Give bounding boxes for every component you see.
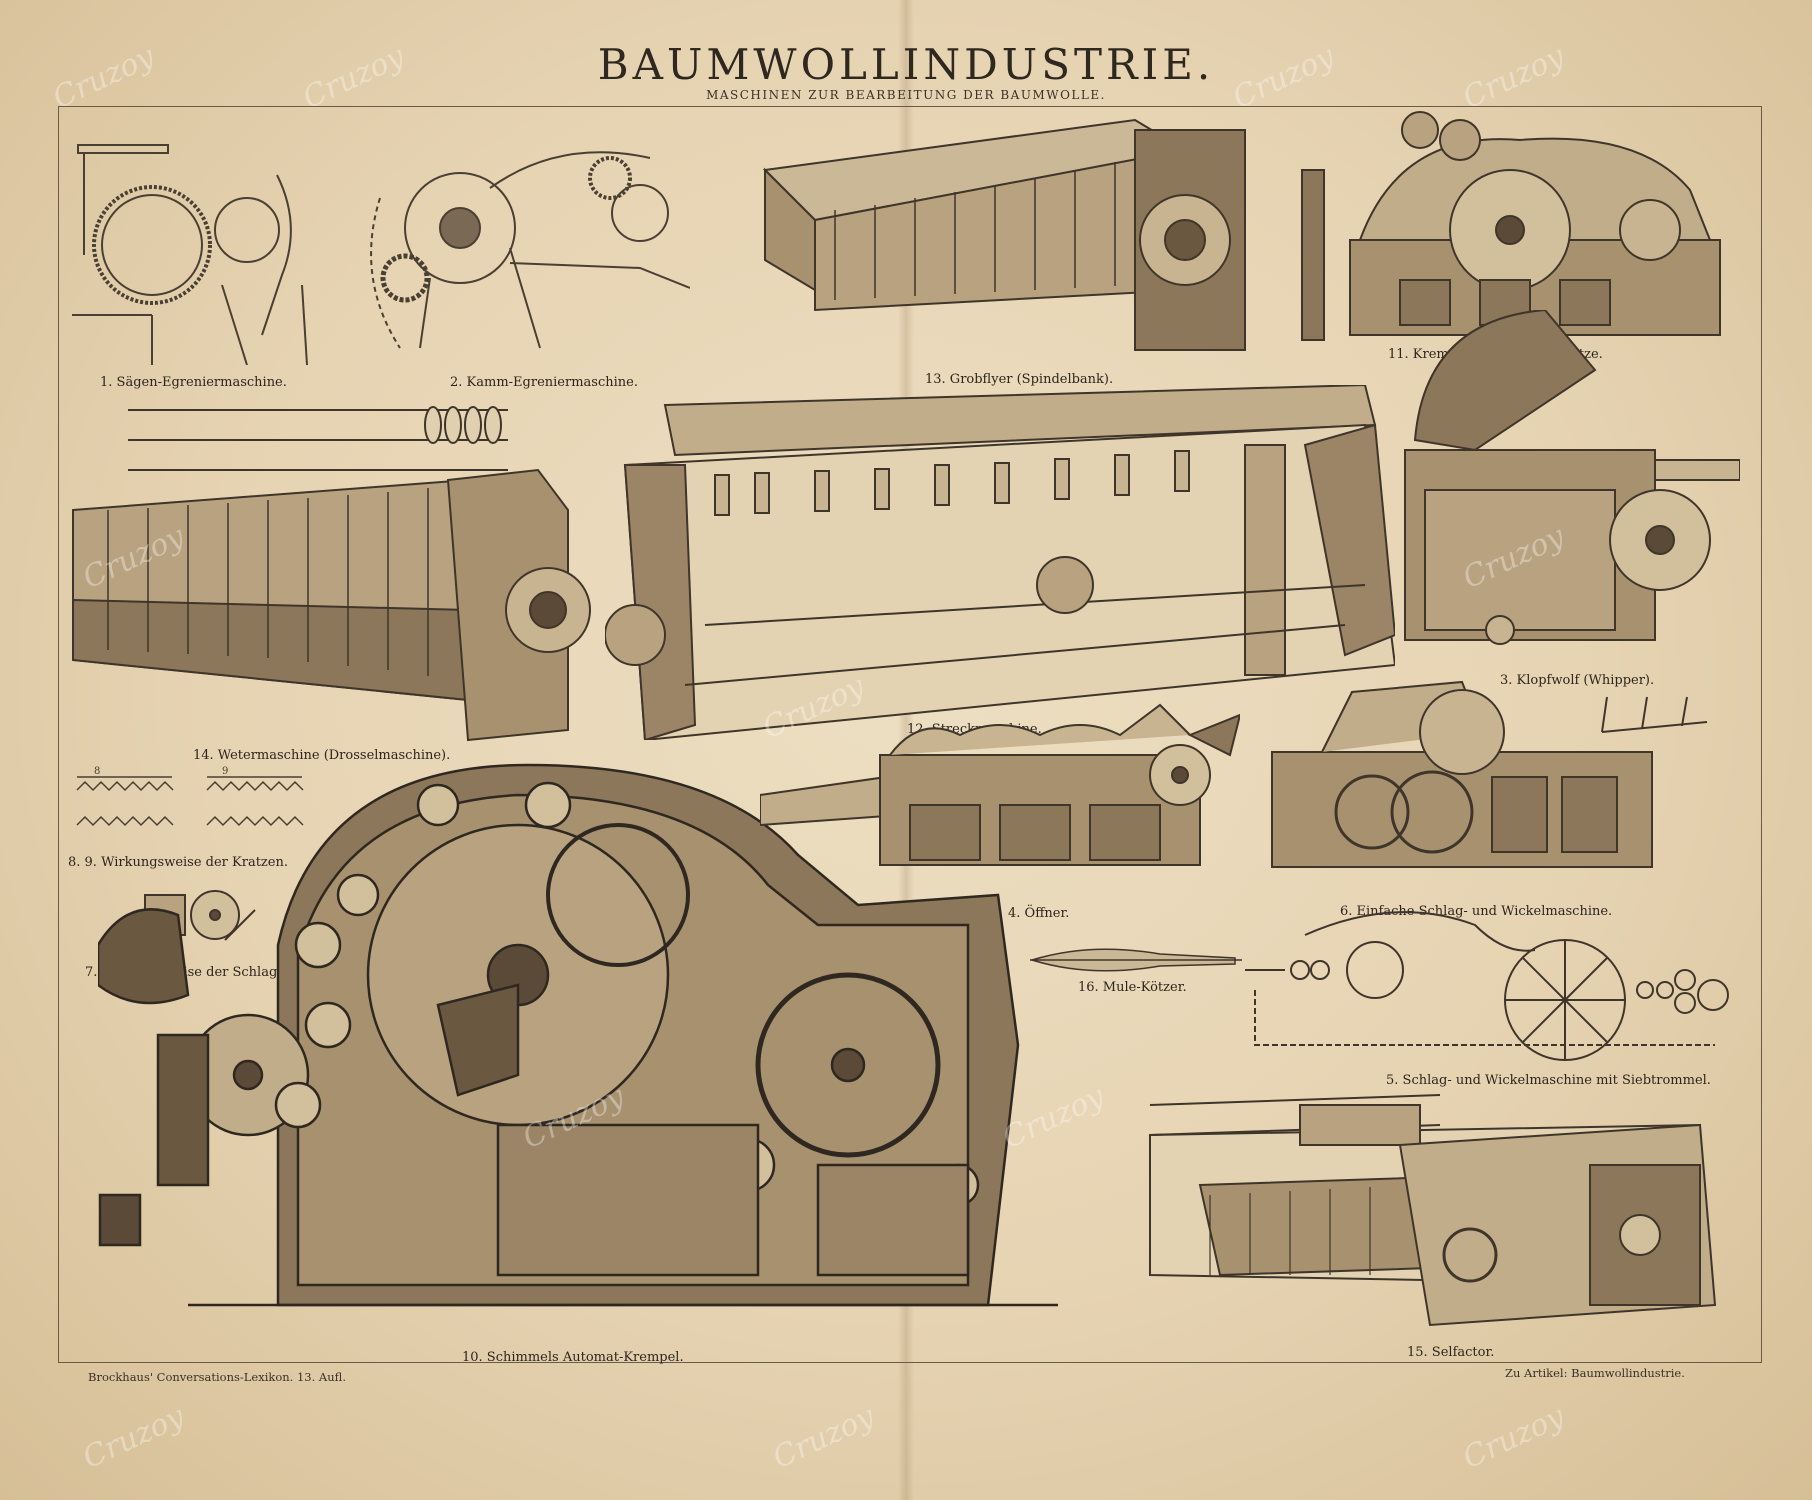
figure-3-whipper [1395, 310, 1740, 665]
figure-1-saw-gin [72, 135, 352, 365]
figure-11-carding-machine [1290, 110, 1730, 350]
footer-source: Brockhaus' Conversations-Lexikon. 13. Au… [88, 1370, 346, 1384]
figure-8-9-card-clothing: 8 9 [72, 765, 312, 843]
caption-fig89: 8. 9. Wirkungsweise der Kratzen. [68, 855, 288, 870]
plate-title: BAUMWOLLINDUSTRIE. [597, 40, 1215, 89]
caption-fig3: 3. Klopfwolf (Whipper). [1500, 673, 1655, 688]
caption-fig4: 4. Öffner. [1008, 906, 1070, 921]
caption-fig6: 6. Einfache Schlag- und Wickelmaschine. [1340, 904, 1613, 919]
caption-fig1: 1. Sägen-Egreniermaschine. [100, 375, 287, 390]
figure-13-flyer [755, 110, 1260, 360]
figure-5-scutcher-with-sieve-drum [1245, 895, 1730, 1065]
caption-fig5: 5. Schlag- und Wickelmaschine mit Siebtr… [1386, 1073, 1711, 1088]
caption-fig10: 10. Schimmels Automat-Krempel. [462, 1350, 684, 1365]
figure-2-comb-gin [360, 118, 690, 368]
plate-border [58, 106, 1762, 1363]
svg-text:8: 8 [94, 766, 100, 777]
footer-article-ref: Zu Artikel: Baumwollindustrie. [1505, 1366, 1685, 1380]
plate-subtitle: MASCHINEN ZUR BEARBEITUNG DER BAUMWOLLE. [706, 88, 1106, 102]
caption-fig2: 2. Kamm-Egreniermaschine. [450, 375, 638, 390]
caption-fig14: 14. Wetermaschine (Drosselmaschine). [193, 748, 451, 763]
svg-text:9: 9 [222, 766, 228, 777]
figure-10-automatic-carding-engine [98, 745, 1103, 1335]
figure-16-mule-cop [1030, 940, 1245, 980]
figure-14-throstle-frame [68, 400, 603, 745]
figure-15-selfactor [1140, 1085, 1720, 1330]
caption-fig16: 16. Mule-Kötzer. [1078, 980, 1187, 995]
caption-fig15: 15. Selfactor. [1407, 1345, 1495, 1360]
figure-4-opener [760, 695, 1240, 870]
caption-fig13: 13. Grobflyer (Spindelbank). [925, 372, 1114, 387]
figure-6-scutcher-lap-machine [1262, 672, 1717, 882]
figure-12-drawing-frame [605, 385, 1395, 740]
